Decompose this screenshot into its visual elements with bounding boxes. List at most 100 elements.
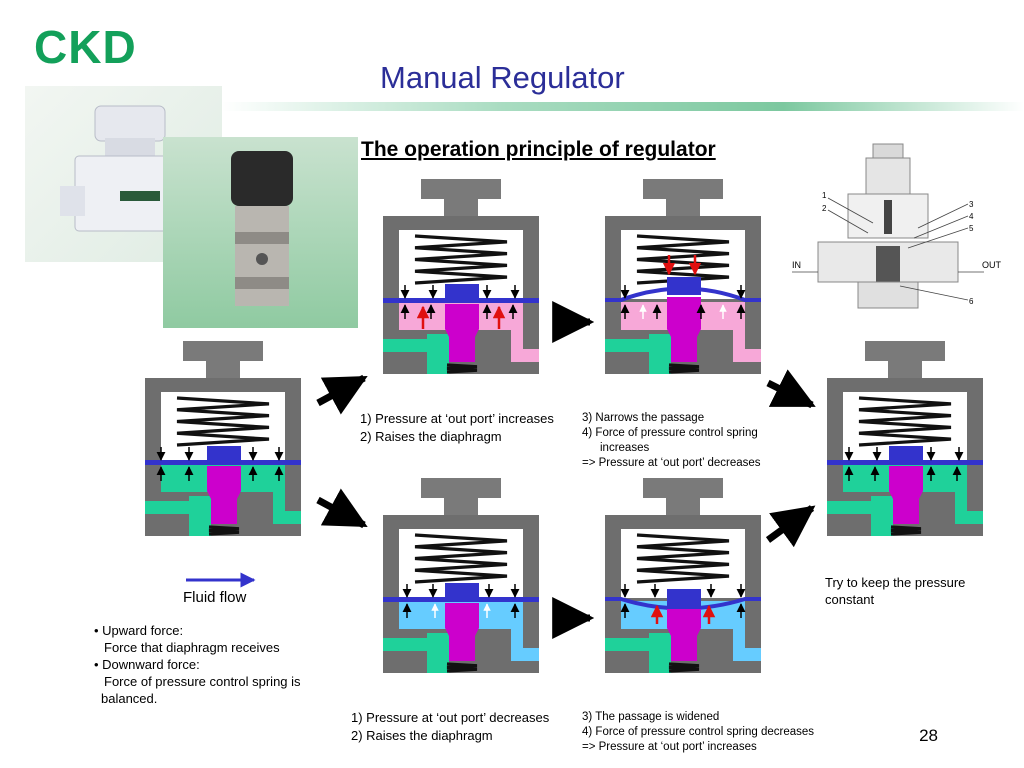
knob-stem [666,498,700,515]
top-step-1: 1) Pressure at ‘out port’ increases [360,411,554,426]
cutaway-number-5: 5 [969,224,974,233]
pressure-control-spring [414,533,508,584]
pressure-control-spring [176,396,270,447]
product-photo-steel-regulator [163,137,358,328]
inlet-channel [871,496,893,536]
inlet-port [383,339,433,352]
note-downward-desc: Force of pressure control spring is [104,674,301,689]
valve-return-spring [208,525,240,536]
top-step-4: 4) Force of pressure control spring [582,427,758,439]
adjust-knob [643,179,723,199]
inlet-port [605,339,655,352]
note-balanced: balanced. [101,691,158,706]
outlet-port [511,349,539,362]
inlet-channel [189,496,211,536]
inlet-port [145,501,195,514]
outlet-channel [733,601,745,661]
regulator-unit-bottom-step-1 [383,478,539,673]
adjust-knob [421,179,501,199]
inlet-channel [649,633,671,673]
adjust-knob [865,341,945,361]
diaphragm-plate [445,284,479,302]
top-step-3: 3) Narrows the passage [582,412,705,424]
valve-stem [667,297,701,362]
cutaway-number-1: 1 [822,191,827,200]
inlet-channel [427,633,449,673]
valve-stem [445,603,479,661]
arrow-bottom-to-result [765,505,816,548]
fluid-flow-arrow [186,572,256,588]
diaphragm-plate [889,446,923,464]
bottom-step-1: 1) Pressure at ‘out port’ decreases [351,710,550,725]
knob-stem [888,361,922,378]
regulator-unit-top-step-2 [605,179,761,374]
diaphragm-plate [667,277,701,295]
diaphragm-plate [667,589,701,607]
top-step-4-cont: increases [600,442,650,454]
knob-stem [444,199,478,216]
valve-return-spring [668,363,700,374]
outlet-channel [273,464,285,524]
bottom-step-result: => Pressure at ‘out port’ increases [582,741,757,753]
result-note-line2: constant [825,592,875,607]
note-downward-force: • Downward force: [94,657,200,672]
outlet-channel [733,302,745,362]
diaphragm [605,597,761,611]
valve-return-spring [890,525,922,536]
diagram-subtitle: The operation principle of regulator [361,138,716,161]
title-underline-bar [222,102,1024,111]
bottom-step-3: 3) The passage is widened [582,711,720,723]
cutaway-number-6: 6 [969,297,974,306]
top-step-result: => Pressure at ‘out port’ decreases [582,457,761,469]
pressure-control-spring [636,533,730,584]
arrow-to-bottom-case [316,488,368,529]
cutaway-number-4: 4 [969,212,974,221]
inlet-port [827,501,877,514]
outlet-port [955,511,983,524]
valve-return-spring [446,662,478,673]
bottom-step-4: 4) Force of pressure control spring decr… [582,726,815,738]
steel-regulator-illustration [231,151,293,306]
diaphragm-plate [445,583,479,601]
page-title: Manual Regulator [380,60,625,95]
inlet-port [605,638,655,651]
cutaway-drawing [792,143,984,309]
top-step-2: 2) Raises the diaphragm [360,429,502,444]
cutaway-number-2: 2 [822,204,827,213]
arrow-top-to-result [766,369,816,409]
valve-return-spring [668,662,700,673]
adjust-knob [421,478,501,498]
valve-stem [667,609,701,661]
page-number: 28 [919,726,938,745]
inlet-port [383,638,433,651]
pressure-control-spring [858,396,952,447]
diaphragm-plate [207,446,241,464]
knob-stem [206,361,240,378]
note-upward-desc: Force that diaphragm receives [104,640,280,655]
valve-stem [889,466,923,524]
arrow-to-top-case [316,374,368,415]
adjust-knob [643,478,723,498]
outlet-channel [511,601,523,661]
cutaway-number-3: 3 [969,200,974,209]
bottom-step-2: 2) Raises the diaphragm [351,728,493,743]
outlet-port [733,648,761,661]
valve-stem [207,466,241,524]
cutaway-in-label: IN [792,260,801,270]
inlet-channel [427,334,449,374]
outlet-channel [511,302,523,362]
outlet-port [511,648,539,661]
regulator-unit-top-step-1 [383,179,539,374]
valve-stem [445,304,479,362]
knob-stem [666,199,700,216]
outlet-channel [955,464,967,524]
pressure-control-spring [414,234,508,285]
regulator-unit-bottom-step-2 [605,478,761,673]
fluid-flow-label: Fluid flow [183,589,247,606]
regulator-unit-balanced [145,341,301,536]
valve-return-spring [446,363,478,374]
inlet-channel [649,334,671,374]
adjust-knob [183,341,263,361]
cutaway-out-label: OUT [982,260,1001,270]
